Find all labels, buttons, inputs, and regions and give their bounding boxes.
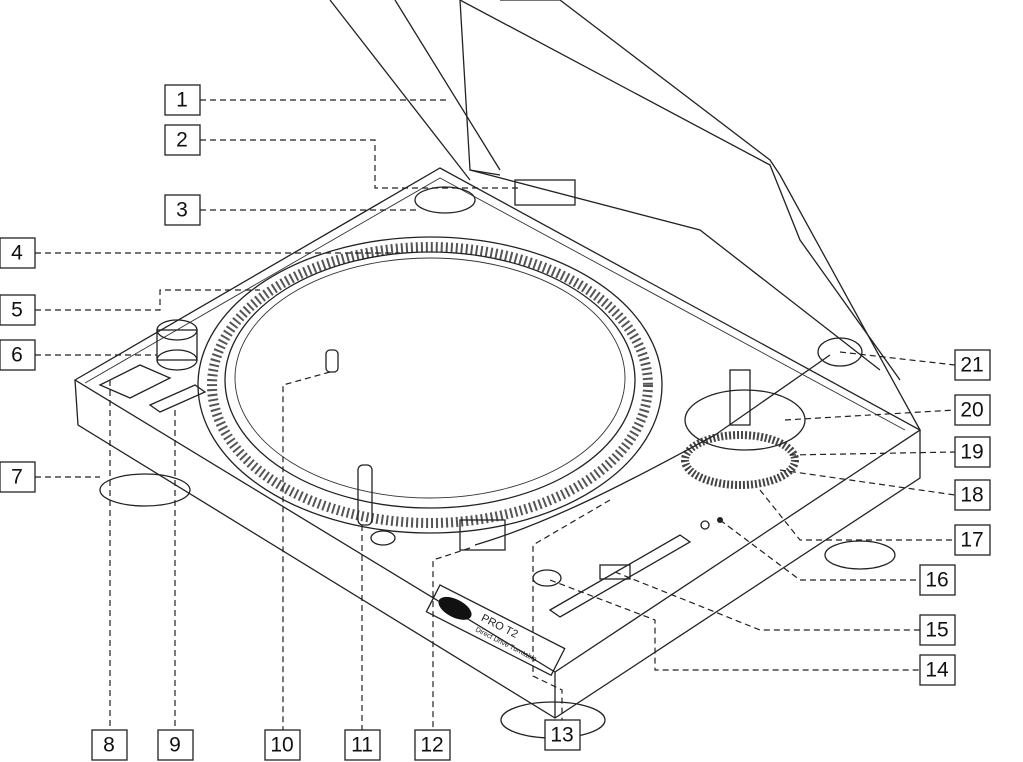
svg-text:3: 3 bbox=[176, 199, 188, 222]
svg-text:11: 11 bbox=[351, 734, 373, 757]
callout-16: 16 bbox=[919, 564, 956, 596]
svg-text:13: 13 bbox=[550, 724, 573, 747]
controls bbox=[98, 179, 723, 618]
leader-lines bbox=[35, 99, 956, 730]
svg-text:1: 1 bbox=[176, 89, 188, 112]
svg-text:7: 7 bbox=[11, 466, 23, 489]
plinth bbox=[73, 167, 922, 719]
callout-2: 2 bbox=[164, 124, 201, 156]
callout-3: 3 bbox=[164, 194, 201, 226]
svg-text:10: 10 bbox=[270, 734, 293, 757]
svg-text:17: 17 bbox=[960, 529, 983, 552]
callout-4: 4 bbox=[0, 237, 36, 269]
svg-text:14: 14 bbox=[925, 659, 949, 682]
callout-11: 11 bbox=[344, 729, 381, 761]
callout-1: 1 bbox=[164, 84, 201, 116]
svg-text:16: 16 bbox=[925, 569, 948, 592]
platter bbox=[197, 236, 663, 534]
callout-18: 18 bbox=[954, 479, 991, 511]
callout-6: 6 bbox=[0, 339, 36, 371]
svg-text:12: 12 bbox=[420, 734, 443, 757]
tonearm bbox=[459, 337, 863, 551]
svg-text:5: 5 bbox=[11, 299, 23, 322]
callout-9: 9 bbox=[157, 729, 194, 761]
spindle bbox=[325, 349, 339, 373]
dust-cover bbox=[329, 0, 921, 431]
callout-13: 13 bbox=[544, 719, 581, 751]
svg-text:19: 19 bbox=[960, 441, 983, 464]
feet bbox=[99, 473, 896, 739]
callout-17: 17 bbox=[954, 524, 991, 556]
svg-text:21: 21 bbox=[960, 354, 983, 377]
callout-12: 12 bbox=[414, 729, 451, 761]
svg-text:9: 9 bbox=[169, 734, 181, 757]
svg-text:18: 18 bbox=[960, 484, 983, 507]
callout-7: 7 bbox=[0, 461, 36, 493]
callout-21: 21 bbox=[954, 349, 991, 381]
svg-text:4: 4 bbox=[11, 242, 23, 265]
svg-text:6: 6 bbox=[11, 344, 23, 367]
callout-10: 10 bbox=[264, 729, 301, 761]
callout-8: 8 bbox=[91, 729, 128, 761]
svg-text:8: 8 bbox=[103, 734, 115, 757]
callout-15: 15 bbox=[919, 614, 956, 646]
nameplate: PRO T2 Direct Drive Turntable bbox=[425, 584, 566, 677]
svg-text:20: 20 bbox=[960, 399, 983, 422]
svg-text:15: 15 bbox=[925, 619, 948, 642]
callout-5: 5 bbox=[0, 294, 36, 326]
svg-text:2: 2 bbox=[176, 129, 188, 152]
callout-20: 20 bbox=[954, 394, 991, 426]
callout-14: 14 bbox=[919, 654, 956, 686]
callout-19: 19 bbox=[954, 436, 991, 468]
